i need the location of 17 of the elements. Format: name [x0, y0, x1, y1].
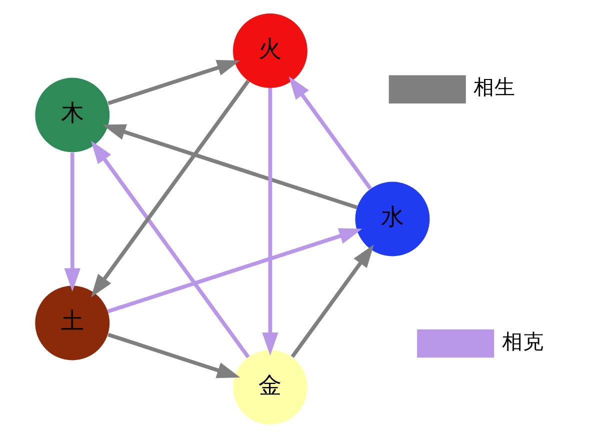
arrow — [90, 140, 250, 358]
arrow — [102, 124, 358, 210]
node-circle: 土 — [35, 286, 110, 360]
node-circle: 水 — [355, 182, 430, 256]
arrow — [288, 76, 372, 190]
legend-label: 相克 — [502, 329, 544, 354]
arrow — [107, 228, 362, 314]
legend-label: 相生 — [474, 75, 516, 100]
arrow — [90, 80, 250, 298]
arrow — [290, 244, 374, 358]
arrow — [108, 60, 240, 106]
node-circle: 金 — [232, 350, 308, 424]
node-circle: 木 — [35, 78, 110, 152]
node-circle: 火 — [232, 14, 308, 88]
arrow — [64, 152, 80, 292]
arrow — [262, 88, 278, 356]
arrow — [108, 332, 240, 378]
